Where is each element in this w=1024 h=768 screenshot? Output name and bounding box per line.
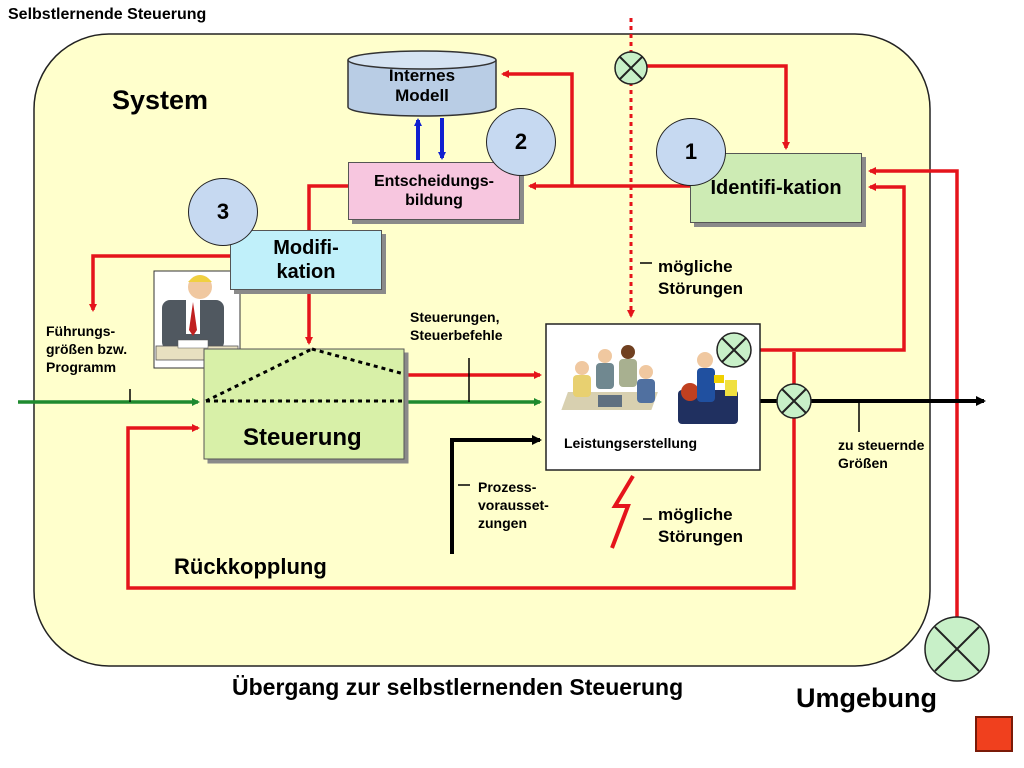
- marker-3: 3: [188, 178, 258, 246]
- slide-header: Selbstlernende Steuerung: [8, 6, 207, 23]
- control-commands-label: Steuerungen, Steuerbefehle: [410, 309, 503, 344]
- internal-model-label: Internes Modell: [388, 66, 456, 106]
- disturbances-top-label: mögliche Störungen: [658, 257, 743, 299]
- environment-label: Umgebung: [796, 683, 937, 713]
- modification-block: Modifi-kation: [230, 230, 382, 290]
- controlled-values-label: zu steuernde Größen: [838, 437, 925, 472]
- slide-caption: Übergang zur selbstlernenden Steuerung: [232, 674, 684, 700]
- sensor-x-icon-environment: [924, 616, 990, 682]
- worker-clipart-icon: [678, 352, 738, 424]
- production-label: Leistungserstellung: [564, 435, 698, 451]
- control-label: Steuerung: [243, 424, 362, 451]
- model-decision-arrows: [414, 118, 446, 160]
- decision-block: Entscheidungs-bildung: [348, 162, 520, 220]
- control-block: [203, 348, 405, 460]
- control-dotted-lines: [205, 347, 405, 403]
- system-label: System: [112, 85, 209, 115]
- sensor-x-icon-top: [614, 51, 648, 85]
- marker-1: 1: [656, 118, 726, 186]
- marker-2: 2: [486, 108, 556, 176]
- red-flow-lines: [89, 64, 959, 618]
- slide-nav-button[interactable]: [975, 716, 1013, 752]
- team-clipart-icon: [561, 345, 658, 410]
- sensor-x-icon-production: [716, 332, 752, 368]
- identification-block: Identifi-kation: [690, 153, 862, 223]
- feedback-label: Rückkopplung: [174, 554, 327, 579]
- process-prerequisites-label: Prozess-vorausset-zungen: [478, 479, 549, 532]
- sensor-x-icon-output: [776, 383, 812, 419]
- disturbances-bottom-label: mögliche Störungen: [658, 505, 743, 547]
- reference-values-label: Führungs-größen bzw. Programm: [46, 323, 128, 376]
- database-icon: [347, 50, 497, 117]
- lightning-icon: [610, 474, 635, 549]
